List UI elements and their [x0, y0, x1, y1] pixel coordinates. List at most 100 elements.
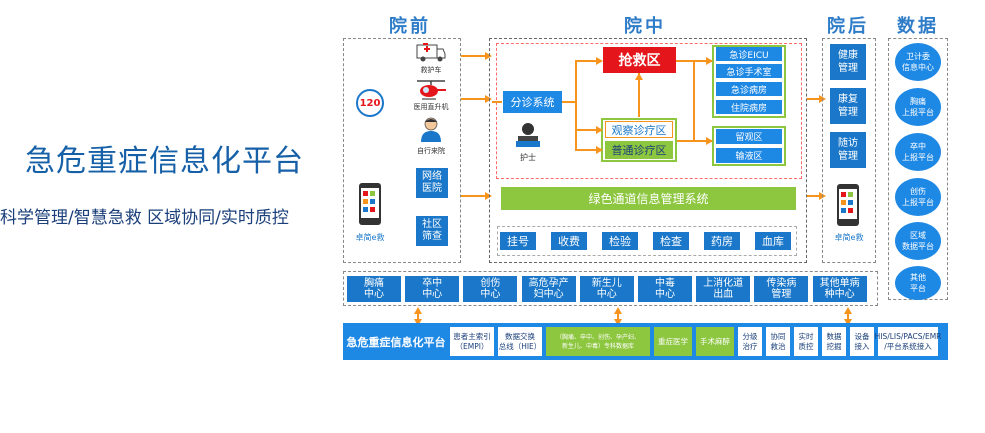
arrow-line — [461, 195, 487, 197]
arrow-head — [614, 319, 622, 326]
platform-cell: （胸痛、卒中、创伤、孕产妇、 新生儿、中毒）专科数据库 — [546, 327, 650, 356]
data-platform-item: 卫计委 信息中心 — [895, 43, 941, 81]
green-channel-system: 绿色通道信息管理系统 — [501, 187, 796, 210]
community-screening-box: 社区 筛查 — [416, 216, 448, 246]
connector — [638, 73, 640, 117]
helicopter-icon — [417, 80, 446, 100]
platform-cell: 患者主索引 （EMPI） — [450, 327, 494, 356]
arrow-head — [706, 57, 713, 65]
nurse-label: 护士 — [520, 153, 536, 162]
post-hospital-panel — [822, 38, 876, 263]
arrow-head — [614, 307, 622, 314]
arrow-head — [844, 319, 852, 326]
centers-panel — [343, 271, 878, 306]
stay-group — [712, 126, 786, 166]
center-item: 中毒 中心 — [638, 276, 692, 302]
connector — [847, 310, 849, 321]
arrow-head — [706, 137, 713, 145]
service-item: 检验 — [602, 232, 638, 250]
post-item: 健康 管理 — [830, 44, 866, 80]
service-item: 血库 — [755, 232, 791, 250]
ambulance-icon — [416, 43, 446, 62]
arrow-head — [485, 52, 492, 60]
nurse-icon — [516, 123, 540, 147]
data-platform-item: 创伤 上报平台 — [895, 178, 941, 216]
platform-name: 急危重症信息化平台 — [346, 335, 446, 349]
header-data: 数据 — [897, 16, 939, 37]
data-platform-item: 其他 平台 — [895, 266, 941, 300]
connector — [617, 310, 619, 321]
arrow-head — [485, 192, 492, 200]
rescue-area-box: 抢救区 — [603, 47, 676, 73]
arrow-head — [596, 126, 603, 134]
emergency-zone-panel — [496, 43, 802, 179]
service-item: 收费 — [551, 232, 587, 250]
center-item: 其他单病 种中心 — [812, 276, 867, 302]
platform-cell: HIS/LIS/PACS/EMR /平台系统接入 — [875, 327, 941, 356]
arrow-line — [807, 195, 821, 197]
center-item: 传染病 管理 — [754, 276, 809, 302]
stay-item: 留观区 — [716, 129, 782, 144]
arrow-line — [461, 55, 487, 57]
center-item: 高危孕产 妇中心 — [521, 276, 576, 302]
center-item: 上消化道 出血 — [696, 276, 751, 302]
platform-cell: 实时 质控 — [794, 327, 818, 356]
mobile-phone-icon — [359, 183, 381, 225]
self-arrival-label: 自行来院 — [417, 147, 445, 155]
platform-cell: 手术麻醉 — [696, 327, 734, 356]
post-item: 康复 管理 — [830, 88, 866, 124]
arrow-head — [414, 307, 422, 314]
page-title: 急危重症信息化平台 — [25, 144, 304, 179]
in-hospital-panel — [489, 38, 807, 263]
net-hospital-box: 网络 医院 — [416, 168, 448, 198]
triage-system-box: 分诊系统 — [503, 91, 562, 113]
arrow-head — [844, 307, 852, 314]
post-phone-label: 卓简e救 — [834, 233, 864, 242]
pre-hospital-panel — [343, 38, 461, 263]
icu-group — [712, 45, 786, 118]
data-platform-item: 区域 数据平台 — [895, 222, 941, 260]
arrow-line — [807, 98, 821, 100]
connector — [575, 60, 601, 62]
connector — [575, 149, 601, 151]
connector — [693, 60, 695, 140]
header-mid: 院中 — [624, 16, 666, 37]
platform-cell: 数据交换 总线（HIE） — [498, 327, 542, 356]
header-post: 院后 — [827, 16, 869, 37]
stay-item: 输液区 — [716, 148, 782, 163]
platform-cell: 数据 挖掘 — [822, 327, 846, 356]
connector — [677, 140, 712, 142]
icu-item: 急诊病房 — [716, 82, 782, 96]
emergency-120-badge: 120 — [356, 89, 384, 117]
ambulance-label: 救护车 — [420, 66, 442, 74]
connector — [575, 129, 601, 131]
platform-cell: 分级 治疗 — [738, 327, 762, 356]
center-item: 卒中 中心 — [405, 276, 460, 302]
connector — [417, 310, 419, 321]
connector — [575, 60, 577, 150]
icu-item: 急诊EICU — [716, 47, 782, 61]
services-panel — [497, 226, 797, 256]
header-pre: 院前 — [389, 16, 431, 37]
service-item: 挂号 — [500, 232, 536, 250]
icu-item: 住院病房 — [716, 100, 782, 114]
page-subtitle: 科学管理/智慧急救 区域协同/实时质控 — [0, 208, 289, 228]
pre-phone-label: 卓简e救 — [355, 233, 385, 242]
helicopter-label: 医用直升机 — [413, 103, 449, 111]
arrow-line — [461, 98, 487, 100]
patient-icon — [421, 117, 441, 142]
arrow-head — [596, 57, 603, 65]
arrow-head — [414, 319, 422, 326]
arrow-head — [596, 146, 603, 154]
data-platform-item: 卒中 上报平台 — [895, 133, 941, 171]
platform-cell: 重症医学 — [654, 327, 692, 356]
platform-cell: 设备 接入 — [850, 327, 874, 356]
service-item: 药房 — [704, 232, 740, 250]
platform-cell: 协同 救治 — [766, 327, 790, 356]
general-treatment-box: 普通诊疗区 — [605, 141, 673, 159]
connector — [562, 101, 576, 103]
mobile-phone-icon — [837, 184, 859, 226]
service-item: 检查 — [653, 232, 689, 250]
center-item: 创伤 中心 — [463, 276, 518, 302]
center-item: 新生儿 中心 — [579, 276, 634, 302]
